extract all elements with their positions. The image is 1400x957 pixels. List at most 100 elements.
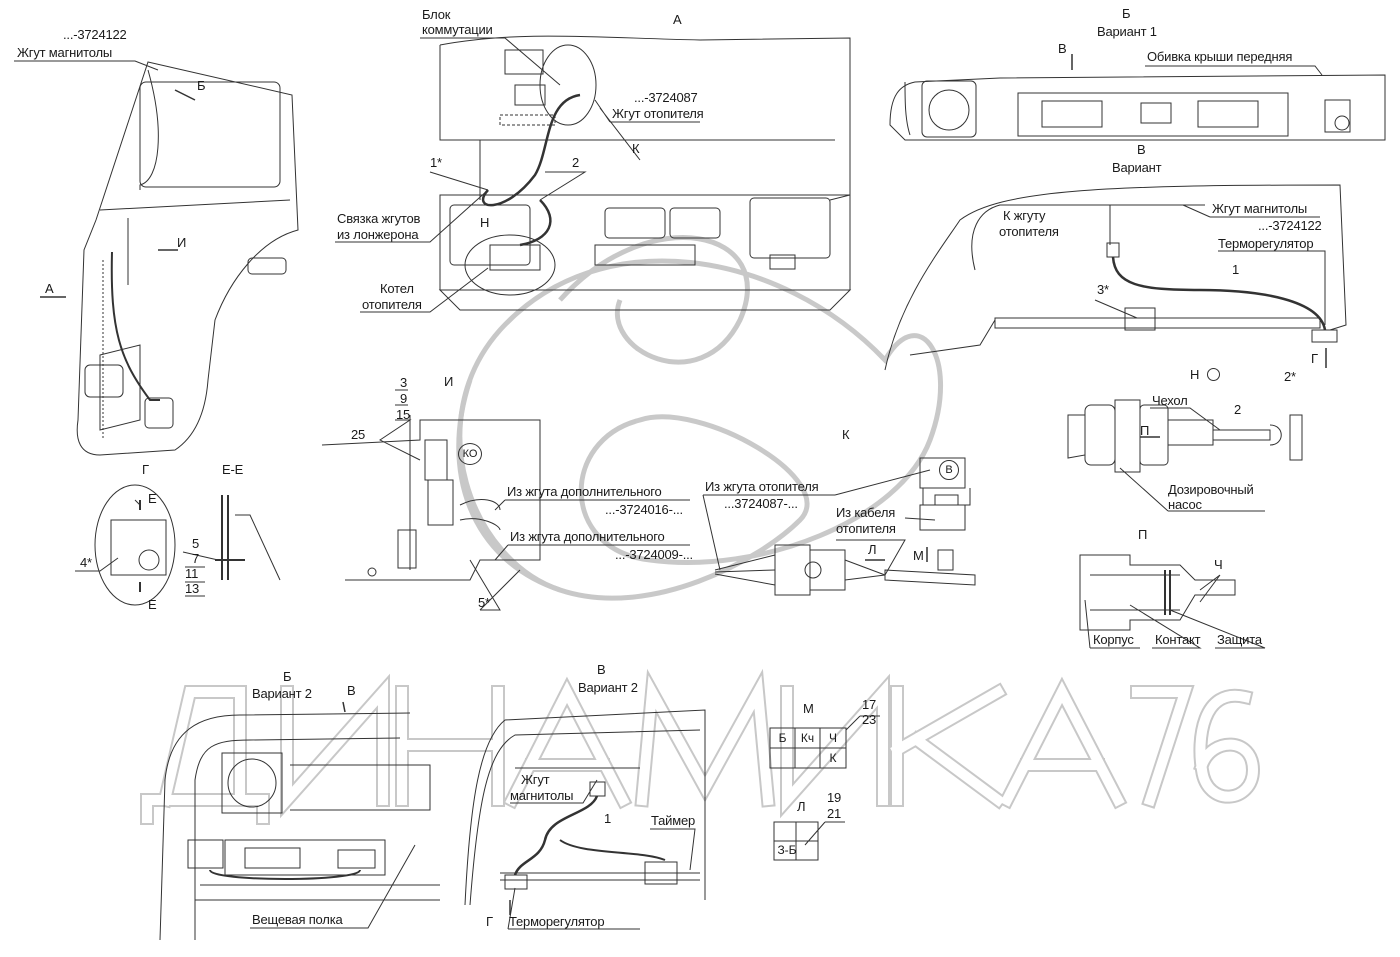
view-title-b1: Б: [1122, 6, 1131, 21]
position-9: 9: [400, 391, 408, 406]
label-from-cable-2: отопителя: [836, 521, 896, 536]
ko-mark: КО: [458, 443, 482, 465]
view-arrow-k: К: [632, 141, 640, 156]
view-arrow-n: Н: [480, 215, 490, 230]
label-variant-2-left: Вариант 2: [252, 686, 312, 701]
label-roof-trim: Обивка крыши передняя: [1147, 49, 1293, 64]
label-to-heater-2: отопителя: [999, 224, 1059, 239]
view-k-drawing: [714, 457, 976, 596]
connector-m-pin-kch: Кч: [800, 731, 815, 745]
view-arrow-b: Б: [197, 78, 206, 93]
position-11: 11: [185, 566, 199, 581]
label-to-heater-1: К жгуту: [1003, 208, 1046, 223]
position-3-star: 3*: [1097, 282, 1109, 297]
part-number-radio-harness-v: ...-3724122: [1258, 218, 1322, 233]
label-protection: Защита: [1217, 632, 1262, 647]
label-timer: Таймер: [651, 813, 696, 828]
view-b-variant-2-drawing: [159, 712, 440, 941]
view-arrow-m: М: [913, 548, 924, 563]
view-title-p: П: [1138, 527, 1148, 542]
section-title-ee: Е-Е: [222, 462, 244, 477]
connector-m-pin-ch: Ч: [829, 731, 837, 745]
view-arrow-l: Л: [868, 542, 877, 557]
position-17: 17: [862, 697, 877, 712]
label-radio-harness-b-1: Жгут: [521, 772, 550, 787]
connector-m-drawing: [769, 727, 847, 769]
label-variant-1: Вариант 1: [1097, 24, 1157, 39]
connector-l-pin-zb: З-Б: [777, 843, 797, 857]
label-from-extra-harness-1: Из жгута дополнительного: [507, 484, 662, 499]
label-from-extra-harness-2: Из жгута дополнительного: [510, 529, 665, 544]
view-title-b2: Б: [283, 669, 292, 684]
view-arrow-v-top: В: [1058, 41, 1067, 56]
label-switch-block-1: Блок: [422, 7, 451, 22]
position-3: 3: [400, 375, 408, 390]
part-number-3724087-k: ...3724087-...: [724, 496, 798, 511]
label-shelf: Вещевая полка: [252, 912, 343, 927]
label-radio-harness-b-2: магнитолы: [510, 788, 574, 803]
position-2-n: 2: [1234, 402, 1242, 417]
view-n-pump-drawing: [1067, 399, 1303, 473]
position-25: 25: [351, 427, 366, 442]
connector-l-drawing: [773, 821, 819, 861]
view-title-k: К: [842, 427, 850, 442]
section-mark-e-bottom: Е: [148, 597, 157, 612]
view-title-l: Л: [797, 799, 806, 814]
position-2-star: 2*: [1284, 369, 1296, 384]
leader-lines: [14, 37, 1326, 930]
part-number-heater-harness: ...-3724087: [634, 90, 698, 105]
label-heater-harness: Жгут отопителя: [612, 106, 704, 121]
position-13: 13: [185, 581, 200, 596]
part-number-radio-harness: ...-3724122: [63, 27, 127, 42]
view-arrow-p: П: [1140, 423, 1150, 438]
view-arrows: [40, 54, 1327, 915]
position-21: 21: [827, 806, 842, 821]
label-pump-2: насос: [1168, 497, 1202, 512]
view-arrow-g-bottom: Г: [486, 914, 493, 929]
view-arrow-g-right: Г: [1311, 351, 1318, 366]
label-thermoregulator-bottom: Терморегулятор: [509, 914, 605, 929]
v-mark: В: [939, 460, 959, 480]
view-v-variant-2-drawing: [464, 709, 706, 906]
position-19: 19: [827, 790, 842, 805]
position-1-v: 1: [1232, 262, 1240, 277]
view-title-m: М: [803, 701, 814, 716]
label-housing: Корпус: [1093, 632, 1134, 647]
cab-door-drawing: [76, 61, 299, 456]
position-4-star: 4*: [80, 555, 92, 570]
part-number-3724016: ...-3724016-...: [605, 502, 683, 517]
position-7: 7: [192, 551, 200, 566]
label-bundle-2: из лонжерона: [337, 227, 419, 242]
label-boiler-2: отопителя: [362, 297, 422, 312]
position-23: 23: [862, 712, 877, 727]
view-v-variant-drawing: [884, 184, 1347, 371]
position-5-star: 5*: [478, 595, 490, 610]
roof-trim-variant-1-drawing: [889, 74, 1386, 141]
view-title-v2: В: [597, 662, 606, 677]
connector-m-pin-b: Б: [778, 731, 787, 745]
label-variant: Вариант: [1112, 160, 1162, 175]
view-title-n: Н: [1190, 367, 1200, 382]
section-mark-e-top: Е: [148, 491, 157, 506]
label-wire-ch: Ч: [1214, 557, 1223, 572]
view-i-drawing: [321, 415, 541, 581]
view-arrow-a: А: [45, 281, 54, 296]
view-arrow-i: И: [177, 235, 187, 250]
dashboard-view-a-drawing: [438, 35, 852, 311]
label-cover: Чехол: [1152, 393, 1188, 408]
view-title-i: И: [444, 374, 454, 389]
position-1-bottom: 1: [604, 811, 612, 826]
circle-mark-icon: [1207, 368, 1220, 381]
label-bundle-1: Связка жгутов: [337, 211, 421, 226]
label-switch-block-2: коммутации: [422, 22, 493, 37]
label-thermoregulator-v: Терморегулятор: [1218, 236, 1314, 251]
connector-m-pin-k: К: [829, 751, 837, 765]
part-number-3724009: ...-3724009-...: [615, 547, 693, 562]
position-2: 2: [572, 155, 580, 170]
label-contact: Контакт: [1155, 632, 1201, 647]
label-radio-harness: Жгут магнитолы: [17, 45, 113, 60]
view-p-connector-drawing: [1079, 554, 1236, 631]
view-arrow-v-b2: В: [347, 683, 356, 698]
